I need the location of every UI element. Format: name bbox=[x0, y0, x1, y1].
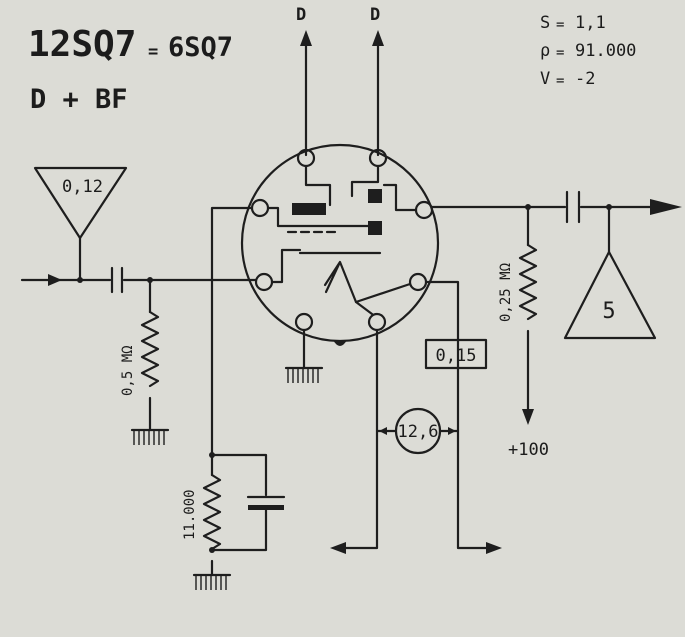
bypass-wire bbox=[210, 453, 268, 497]
arrow-left-icon bbox=[330, 542, 346, 554]
diode-plate bbox=[368, 189, 382, 203]
heater-wire-left bbox=[336, 328, 379, 550]
spec-symbol: V bbox=[540, 69, 550, 89]
equals-sign: = bbox=[148, 42, 158, 62]
spec-list: S = 1,1 ρ = 91.000 V = -2 bbox=[540, 13, 636, 89]
heater-current-box bbox=[424, 338, 488, 370]
plate-resistor bbox=[518, 243, 538, 321]
heater-wire-right bbox=[424, 280, 496, 550]
tube-function: D + BF bbox=[30, 84, 128, 115]
arrow-up-icon bbox=[372, 30, 384, 46]
internal-lead bbox=[304, 164, 332, 207]
input-triangle bbox=[33, 166, 128, 240]
heater-current-label: 0,15 bbox=[436, 346, 477, 366]
spec-eq: = bbox=[556, 45, 564, 61]
output-triangle bbox=[563, 250, 657, 340]
spec-eq: = bbox=[556, 73, 564, 89]
grid-resistor bbox=[140, 310, 160, 388]
plate-resistor-label: 0,25 MΩ bbox=[498, 263, 514, 322]
cathode-resistor-label: 11.000 bbox=[182, 489, 198, 540]
pin bbox=[367, 312, 387, 332]
arrow-right-icon bbox=[48, 274, 62, 286]
ground-hatch bbox=[133, 431, 165, 445]
arrow-right-icon bbox=[486, 542, 502, 554]
bypass-wire bbox=[210, 508, 268, 552]
pin bbox=[250, 198, 270, 218]
bypass-capacitor-plate bbox=[248, 505, 284, 510]
output-section: 0,25 MΩ +100 5 bbox=[430, 190, 682, 460]
heater-voltage-circle bbox=[394, 407, 442, 455]
pin bbox=[408, 272, 428, 292]
pin bbox=[254, 272, 274, 292]
output-triangle-label: 5 bbox=[602, 299, 615, 324]
input-section: 0,12 0,5 MΩ bbox=[20, 166, 258, 445]
tube-envelope bbox=[240, 143, 440, 343]
diode-plate bbox=[292, 203, 326, 215]
diode-arrows: D D bbox=[296, 5, 384, 157]
spec-eq: = bbox=[556, 17, 564, 33]
spec-symbol: S bbox=[540, 13, 550, 33]
spec-value: -2 bbox=[575, 69, 595, 89]
supply-label: +100 bbox=[508, 440, 549, 460]
arrow-right-icon bbox=[448, 427, 456, 435]
heater-filament bbox=[323, 260, 358, 304]
grid-resistor-label: 0,5 MΩ bbox=[120, 345, 136, 396]
arrow-up-icon bbox=[300, 30, 312, 46]
cathode-section: 11.000 bbox=[182, 206, 286, 590]
diode-label-right: D bbox=[370, 5, 380, 25]
tube-key bbox=[333, 340, 347, 346]
spec-value: 1,1 bbox=[575, 13, 606, 33]
junction-dots bbox=[77, 204, 612, 553]
arrow-left-icon bbox=[379, 427, 387, 435]
spec-symbol: ρ bbox=[540, 41, 550, 61]
pin-grounded bbox=[294, 312, 314, 332]
input-triangle-label: 0,12 bbox=[62, 177, 103, 197]
internal-lead bbox=[270, 248, 302, 284]
heater-voltage-label: 12,6 bbox=[398, 422, 439, 442]
cathode-resistor bbox=[202, 473, 222, 551]
shield-ground bbox=[284, 328, 324, 383]
tube-name: 12SQ7 bbox=[28, 24, 136, 65]
arrow-right-icon bbox=[650, 199, 682, 215]
arrow-down-icon bbox=[522, 409, 534, 425]
ground-hatch bbox=[287, 369, 319, 383]
pin bbox=[414, 200, 434, 220]
ground-hatch bbox=[195, 576, 227, 590]
cathode-wire bbox=[210, 206, 254, 477]
internal-lead bbox=[266, 206, 374, 228]
internal-lead bbox=[382, 183, 418, 212]
equivalent-tube: 6SQ7 bbox=[168, 32, 233, 63]
triode-plate bbox=[368, 221, 382, 235]
heater-lead bbox=[354, 282, 412, 316]
diode-label-left: D bbox=[296, 5, 306, 25]
tube-symbol bbox=[240, 143, 440, 346]
internal-lead bbox=[350, 164, 380, 198]
heater-section: 0,15 12,6 bbox=[330, 280, 502, 554]
spec-value: 91.000 bbox=[575, 41, 636, 61]
